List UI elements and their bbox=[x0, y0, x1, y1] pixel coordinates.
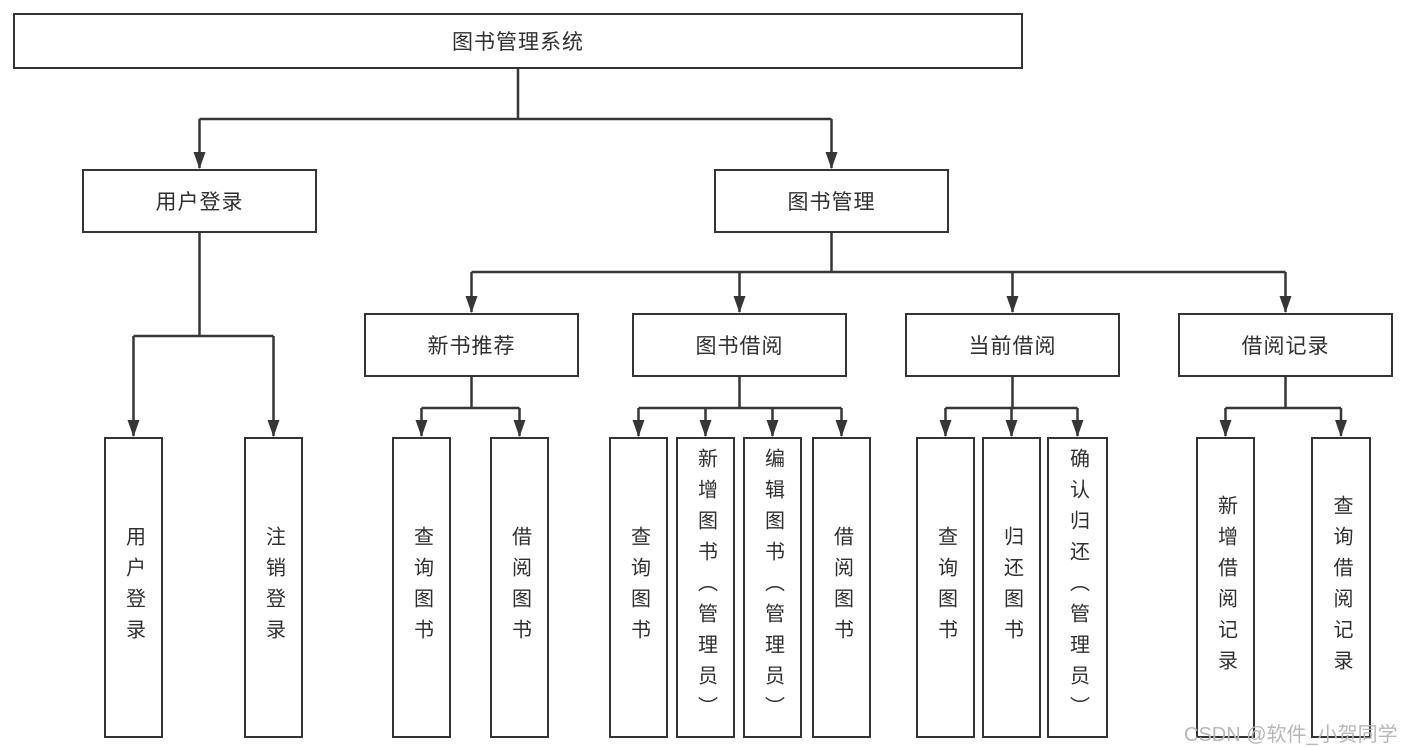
leaf-query-books-1-label: 查询图书 bbox=[410, 525, 433, 650]
leaf-query-books-3: 查询图书 bbox=[916, 437, 975, 738]
leaf-borrow-books-2-label: 借阅图书 bbox=[830, 525, 853, 650]
leaf-user-login: 用户登录 bbox=[104, 437, 163, 738]
leaf-query-books-3-label: 查询图书 bbox=[934, 525, 957, 650]
leaf-return-book: 归还图书 bbox=[982, 437, 1041, 738]
leaf-query-borrow-record-label: 查询借阅记录 bbox=[1330, 494, 1352, 681]
node-root: 图书管理系统 bbox=[13, 13, 1023, 69]
connector-book-borrow-stem bbox=[638, 377, 842, 410]
leaf-confirm-return-admin-label: 确认归还（管理员） bbox=[1066, 448, 1089, 727]
leaf-edit-book-admin: 编辑图书（管理员） bbox=[743, 437, 802, 738]
leaf-query-books-2-label: 查询图书 bbox=[627, 525, 650, 650]
leaf-return-book-label: 归还图书 bbox=[1000, 525, 1023, 650]
leaf-add-book-admin: 新增图书（管理员） bbox=[676, 437, 735, 738]
connector-new-book-recommend-stem bbox=[421, 377, 520, 410]
leaf-borrow-books-2: 借阅图书 bbox=[812, 437, 871, 738]
connector-book-management-stem bbox=[471, 233, 1286, 274]
leaf-borrow-books-1-label: 借阅图书 bbox=[508, 525, 531, 650]
leaf-logout: 注销登录 bbox=[244, 437, 303, 738]
connector-current-borrow-stem bbox=[945, 377, 1078, 410]
leaf-logout-label: 注销登录 bbox=[262, 525, 285, 650]
node-borrow-records: 借阅记录 bbox=[1178, 313, 1393, 377]
leaf-add-borrow-record-label: 新增借阅记录 bbox=[1214, 494, 1237, 681]
leaf-add-borrow-record: 新增借阅记录 bbox=[1196, 437, 1255, 738]
node-new-book-recommend: 新书推荐 bbox=[364, 313, 579, 377]
leaf-add-book-admin-label: 新增图书（管理员） bbox=[694, 448, 717, 727]
leaf-query-books-1: 查询图书 bbox=[392, 437, 451, 738]
leaf-query-books-2: 查询图书 bbox=[609, 437, 668, 738]
node-user-login: 用户登录 bbox=[82, 169, 317, 233]
node-book-management: 图书管理 bbox=[714, 169, 949, 233]
node-current-borrow: 当前借阅 bbox=[905, 313, 1120, 377]
csdn-watermark: CSDN @软件_小贺同学 bbox=[1184, 724, 1398, 746]
node-book-borrow: 图书借阅 bbox=[632, 313, 847, 377]
leaf-borrow-books-1: 借阅图书 bbox=[490, 437, 549, 738]
leaf-query-borrow-record: 查询借阅记录 bbox=[1311, 437, 1371, 738]
connector-root-stem bbox=[199, 69, 832, 121]
connector-user-login-stem bbox=[133, 233, 274, 338]
connector-borrow-records-stem bbox=[1225, 377, 1341, 410]
leaf-edit-book-admin-label: 编辑图书（管理员） bbox=[761, 448, 784, 727]
leaf-user-login-label: 用户登录 bbox=[122, 525, 145, 650]
leaf-confirm-return-admin: 确认归还（管理员） bbox=[1047, 437, 1108, 738]
